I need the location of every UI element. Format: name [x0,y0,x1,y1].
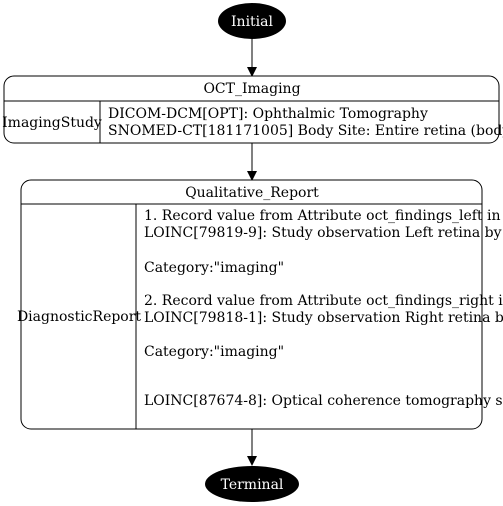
qualitative-report-line-2: LOINC[79819-9]: Study observation Left r… [144,225,502,241]
terminal-ellipse [205,466,299,502]
oct-imaging-node[interactable]: OCT_Imaging ImagingStudy DICOM-DCM[OPT]:… [2,75,503,144]
qualitative-report-line-7: LOINC[87674-8]: Optical coherence tomogr… [144,393,503,409]
qualitative-report-line-6: Category:"imaging" [144,344,284,360]
oct-imaging-line-2: SNOMED-CT[181171005] Body Site: Entire r… [108,123,503,139]
qualitative-report-title: Qualitative_Report [185,185,319,201]
qualitative-report-line-4: 2. Record value from Attribute oct_findi… [144,293,503,309]
initial-node[interactable]: Initial [218,3,286,39]
initial-label: Initial [231,14,273,30]
initial-ellipse [218,3,286,39]
terminal-node[interactable]: Terminal [205,466,299,502]
qualitative-report-line-1: 1. Record value from Attribute oct_findi… [144,208,501,224]
oct-imaging-line-1: DICOM-DCM[OPT]: Ophthalmic Tomography [108,106,428,122]
qualitative-report-line-3: Category:"imaging" [144,260,284,276]
qualitative-report-node[interactable]: Qualitative_Report DiagnosticReport 1. R… [17,179,503,430]
qualitative-report-line-5: LOINC[79818-1]: Study observation Right … [144,310,503,326]
oct-imaging-title: OCT_Imaging [203,81,300,97]
oct-imaging-resource: ImagingStudy [2,115,102,131]
terminal-label: Terminal [221,477,284,493]
qualitative-report-resource: DiagnosticReport [17,309,141,325]
